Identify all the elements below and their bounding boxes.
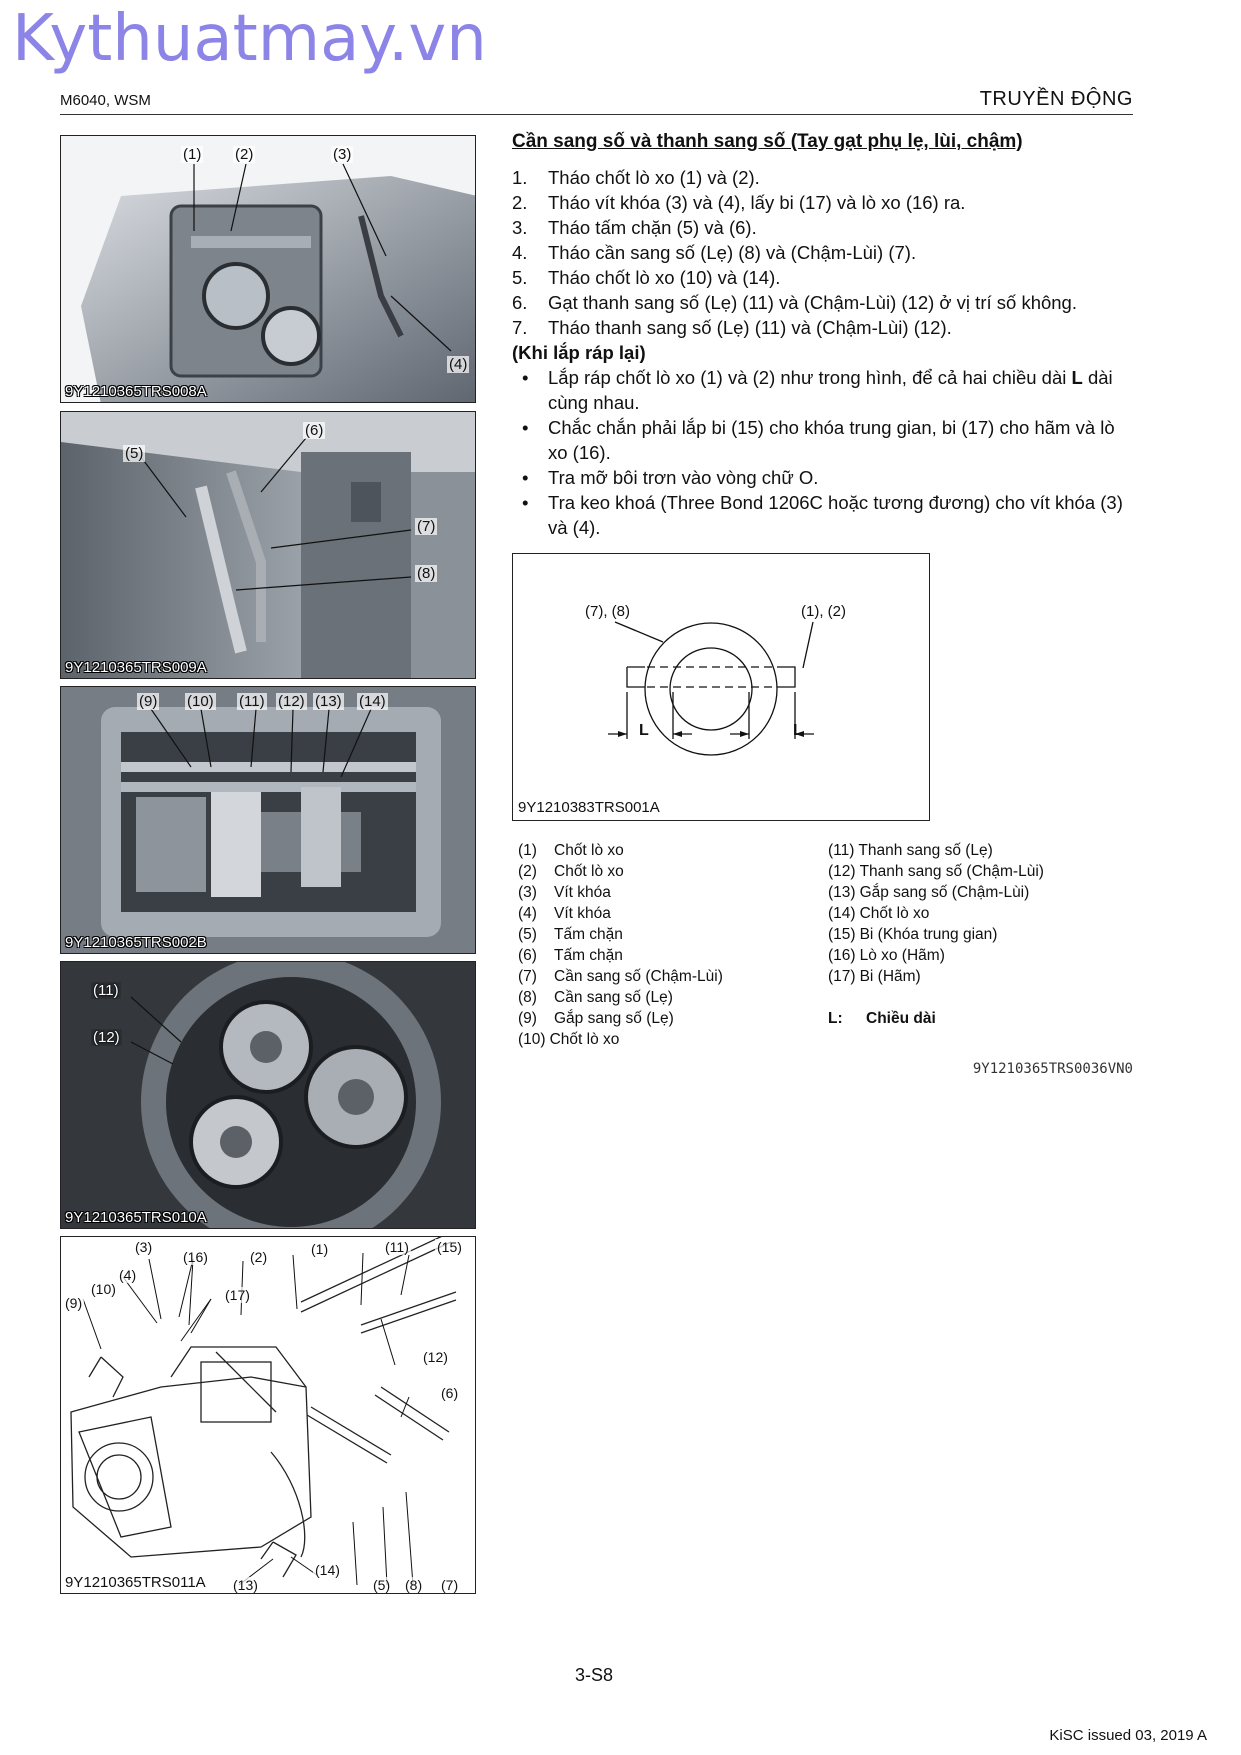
step: 3.Tháo tấm chặn (5) và (6). (512, 217, 757, 238)
reassembly-item: •Lắp ráp chốt lò xo (1) và (2) như trong… (522, 367, 1113, 413)
dim-L-right: L (793, 722, 803, 739)
photo-4: (11) (12) 9Y1210365TRS010A (60, 961, 476, 1229)
procedure: 1.Tháo chốt lò xo (1) và (2). 2.Tháo vít… (512, 165, 1137, 540)
legend-item: (10)Chốt lò xo (518, 1031, 620, 1048)
legend-item: (11)Thanh sang số (Lẹ) (828, 842, 993, 859)
photo-1: (1) (2) (3) (4) 9Y1210365TRS008A (60, 135, 476, 403)
photo-code: 9Y1210365TRS008A (65, 383, 207, 400)
step: 5.Tháo chốt lò xo (10) và (14). (512, 267, 781, 288)
legend-item: (15)Bi (Khóa trung gian) (828, 926, 998, 943)
step: 6.Gạt thanh sang số (Lẹ) (11) và (Chậm-L… (512, 292, 1077, 313)
pin-diagram-drawing (608, 621, 814, 756)
callout-12: (12) (91, 1029, 122, 1046)
dim-L-left: L (639, 722, 649, 739)
header-section: TRUYỀN ĐỘNG (979, 88, 1133, 110)
page-number: 3-S8 (575, 1665, 614, 1685)
callout-11: (11) (237, 693, 267, 710)
callout-13: (13) (313, 693, 344, 710)
legend-item: (4)Vít khóa (518, 905, 611, 922)
callout-9: (9) (137, 693, 160, 710)
callout-7: (7) (415, 518, 438, 535)
callout-16: (16) (181, 1249, 210, 1265)
legend-item-L: L:Chiều dài (828, 1010, 936, 1027)
legend-item: (3)Vít khóa (518, 884, 611, 901)
reference-code: 9Y1210365TRS0036VN0 (972, 1061, 1133, 1077)
legend-item: (12)Thanh sang số (Chậm-Lùi) (828, 863, 1044, 880)
callout-13: (13) (231, 1577, 260, 1593)
callout-5: (5) (123, 445, 146, 462)
photo-1-image (61, 136, 475, 402)
callout-2: (2) (233, 146, 256, 163)
diagram-code: 9Y1210383TRS001A (518, 799, 660, 816)
callout-1: (1) (181, 146, 204, 163)
step: 7.Tháo thanh sang số (Lẹ) (11) và (Chậm-… (512, 317, 952, 338)
legend-right: (11)Thanh sang số (Lẹ) (12)Thanh sang số… (828, 840, 1044, 1029)
callout-14: (14) (313, 1562, 342, 1578)
reassembly-item: •Tra keo khoá (Three Bond 1206C hoặc tươ… (522, 492, 1123, 538)
legend-item: (13)Gắp sang số (Chậm-Lùi) (828, 884, 1030, 901)
callout-6: (6) (303, 422, 326, 439)
photo-code: 9Y1210365TRS010A (65, 1209, 207, 1226)
callout-12: (12) (421, 1349, 450, 1365)
section-title: Cần sang số và thanh sang số (Tay gạt ph… (512, 131, 1023, 152)
callout-8: (8) (403, 1577, 425, 1593)
callout-5: (5) (371, 1577, 393, 1593)
callout-17: (17) (223, 1287, 252, 1303)
reassembly-item: •Tra mỡ bôi trơn vào vòng chữ O. (522, 467, 819, 488)
callout-4: (4) (447, 356, 470, 373)
watermark: Kythuatmay.vn (12, 2, 487, 76)
legend-item: (14)Chốt lò xo (828, 905, 930, 922)
callout-9: (9) (63, 1295, 85, 1311)
callout-10: (10) (89, 1281, 118, 1297)
photo-4-image (61, 962, 475, 1228)
photo-3-image (61, 687, 475, 953)
legend-item: (16)Lò xo (Hãm) (828, 947, 945, 964)
legend-item: (17)Bi (Hãm) (828, 968, 921, 985)
callout-1: (1) (309, 1241, 331, 1257)
legend-item: (5)Tấm chặn (518, 926, 623, 943)
legend-item: (6)Tấm chặn (518, 947, 623, 964)
photo-code: 9Y1210365TRS011A (65, 1574, 206, 1591)
legend-left: (1)Chốt lò xo (2)Chốt lò xo (3)Vít khóa … (518, 840, 723, 1050)
callout-7: (7) (439, 1577, 461, 1593)
diagram-label-left: (7), (8) (585, 603, 630, 620)
callout-12: (12) (276, 693, 307, 710)
callout-8: (8) (415, 565, 438, 582)
callout-10: (10) (185, 693, 216, 710)
legend-item: (1)Chốt lò xo (518, 842, 624, 859)
pin-length-diagram: (7), (8) (1), (2) L L 9Y1210383TRS001A (512, 553, 930, 821)
callout-3: (3) (133, 1239, 155, 1255)
header-rule (60, 114, 1133, 115)
callout-3: (3) (331, 146, 354, 163)
diagram-label-right: (1), (2) (801, 603, 846, 620)
callout-6: (6) (439, 1385, 461, 1401)
photo-5-drawing (70, 1237, 457, 1586)
callout-4: (4) (117, 1267, 139, 1283)
header-model: M6040, WSM (60, 92, 151, 109)
issue-info: KiSC issued 03, 2019 A (1049, 1727, 1207, 1744)
legend-item: (8)Cần sang số (Lẹ) (518, 989, 673, 1006)
legend-item: (2)Chốt lò xo (518, 863, 624, 880)
photo-3: (9) (10) (11) (12) (13) (14) 9Y1210365TR… (60, 686, 476, 954)
step: 4.Tháo cần sang số (Lẹ) (8) và (Chậm-Lùi… (512, 242, 917, 263)
reassembly-item: •Chắc chắn phải lắp bi (15) cho khóa tru… (522, 417, 1115, 463)
photo-5: (3) (16) (2) (1) (11) (15) (4) (10) (17)… (60, 1236, 476, 1594)
callout-11: (11) (383, 1239, 411, 1255)
callout-11: (11) (91, 982, 121, 999)
photo-2: (5) (6) (7) (8) 9Y1210365TRS009A (60, 411, 476, 679)
photo-code: 9Y1210365TRS002B (65, 934, 207, 951)
legend-item: (9)Gắp sang số (Lẹ) (518, 1010, 674, 1027)
step: 1.Tháo chốt lò xo (1) và (2). (512, 167, 760, 188)
reassembly-heading: (Khi lắp ráp lại) (512, 342, 646, 363)
callout-14: (14) (357, 693, 388, 710)
photo-code: 9Y1210365TRS009A (65, 659, 207, 676)
callout-2: (2) (248, 1249, 270, 1265)
step: 2.Tháo vít khóa (3) và (4), lấy bi (17) … (512, 192, 966, 213)
callout-15: (15) (435, 1239, 464, 1255)
legend-item: (7)Cần sang số (Chậm-Lùi) (518, 968, 723, 985)
